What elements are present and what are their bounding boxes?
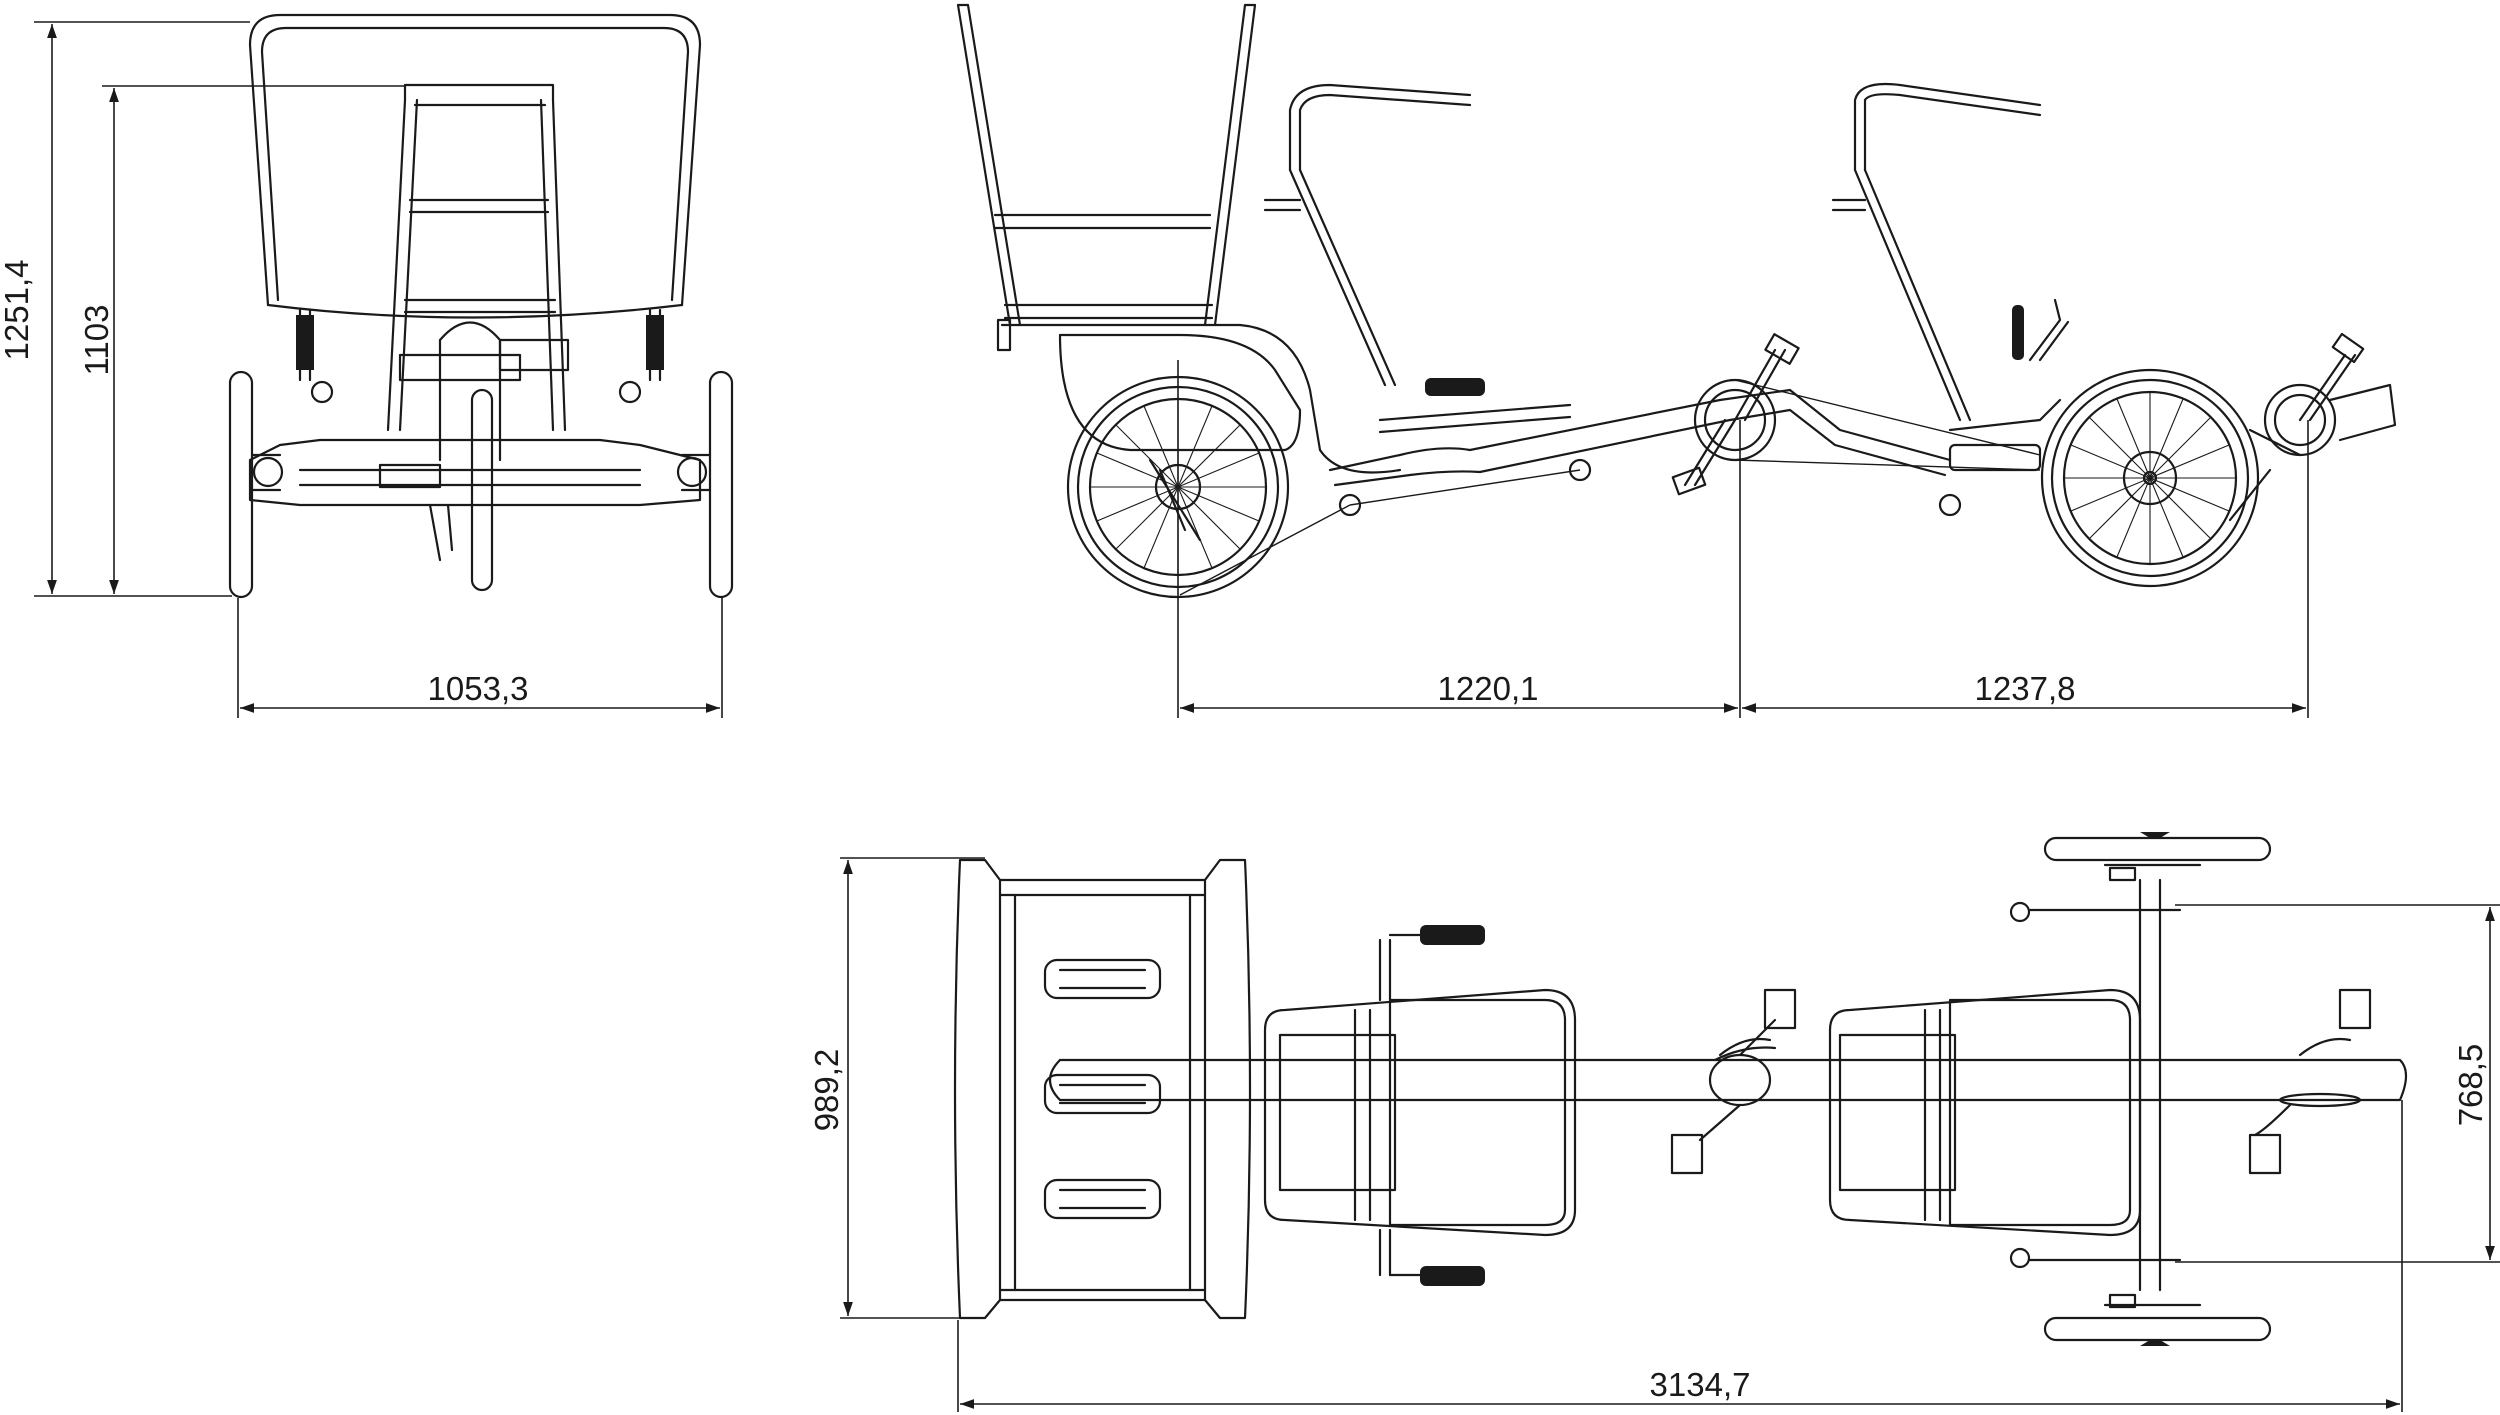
top-dimensions: 989,2 768,5 3134,7 [808, 857, 2500, 1412]
front-view [228, 13, 734, 599]
dim-front-total-height: 1251,4 [0, 260, 35, 361]
dim-front-seat-height: 1103 [78, 305, 115, 376]
dim-top-rear-width: 989,2 [808, 1049, 845, 1132]
dim-top-total-length: 3134,7 [1650, 1366, 1751, 1403]
front-wheel-spokes [2064, 392, 2236, 564]
top-view [953, 832, 2408, 1346]
dim-top-front-width: 768,5 [2452, 1044, 2489, 1127]
side-dimensions: 1220,1 1237,8 [1177, 360, 2309, 718]
front-dimensions: 1251,4 1103 1053,3 [0, 21, 723, 718]
dim-side-rear-to-crank: 1220,1 [1438, 670, 1539, 707]
dim-front-track-width: 1053,3 [428, 670, 529, 707]
side-view [956, 3, 2397, 599]
dim-side-crank-to-front: 1237,8 [1975, 670, 2076, 707]
